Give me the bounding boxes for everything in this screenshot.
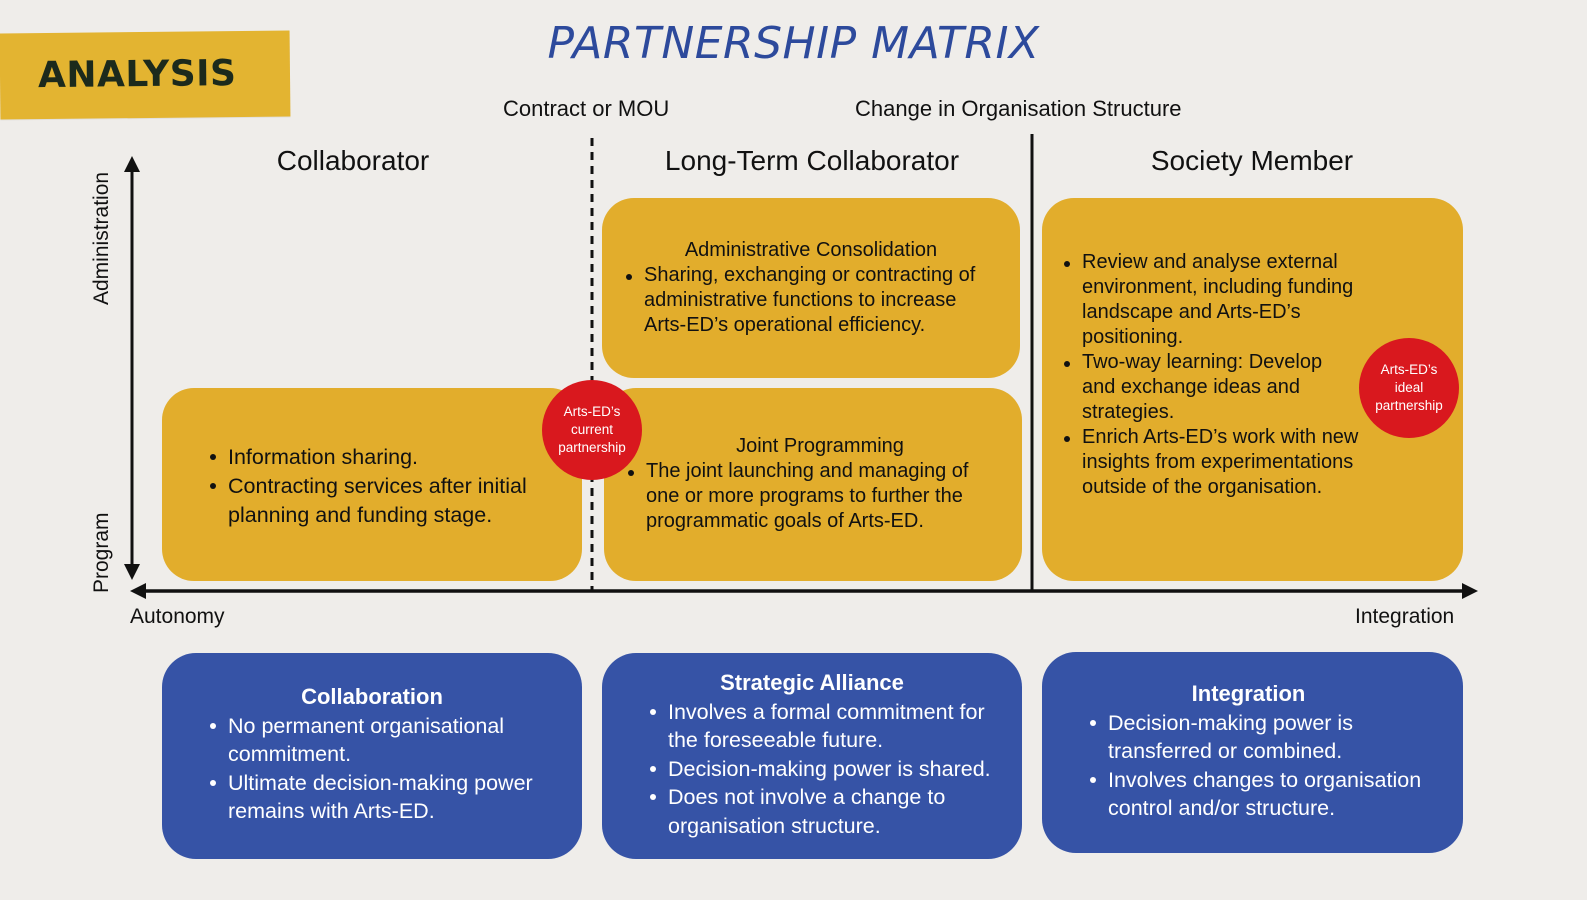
administrative-consolidation-box: Administrative Consolidation Sharing, ex… (602, 198, 1020, 378)
y-axis-arrow-up (124, 156, 140, 172)
y-axis-bottom-label: Program (90, 512, 113, 593)
integration-list: Decision-making power is transferred or … (1086, 709, 1437, 823)
integration-box: Integration Decision-making power is tra… (1042, 652, 1463, 853)
ideal-partnership-badge: Arts-ED’s ideal partnership (1359, 338, 1459, 438)
list-item: Sharing, exchanging or contracting of ad… (626, 263, 1000, 338)
list-item: No permanent organisational commitment. (210, 712, 564, 769)
x-axis-arrow-left (130, 583, 146, 599)
list-item: Enrich Arts-ED’s work with new insights … (1064, 426, 1359, 498)
list-item: Two-way learning: Develop and exchange i… (1064, 350, 1359, 425)
joint-programming-title: Joint Programming (736, 435, 904, 457)
collaborator-box: Information sharing. Contracting service… (162, 388, 582, 581)
list-item: Contracting services after initial plann… (210, 472, 558, 530)
list-item: Information sharing. (210, 443, 558, 472)
column-heading-society-member: Society Member (1150, 145, 1354, 176)
current-partnership-badge: Arts-ED’s current partnership (542, 380, 642, 480)
strategic-alliance-list: Involves a formal commitment for the for… (646, 698, 1004, 841)
list-item: Decision-making power is transferred or … (1090, 709, 1437, 766)
list-item: The joint launching and managing of one … (628, 459, 996, 534)
column-heading-collaborator: Collaborator (276, 145, 430, 176)
collaborator-list: Information sharing. Contracting service… (206, 443, 558, 530)
x-axis-left-label: Autonomy (130, 605, 225, 628)
collaboration-title: Collaboration (301, 684, 443, 709)
collaboration-box: Collaboration No permanent organisationa… (162, 653, 582, 859)
society-member-list: Review and analyse external environment,… (1060, 250, 1359, 500)
x-axis-right-label: Integration (1355, 605, 1455, 628)
collaboration-list: No permanent organisational commitment. … (206, 712, 564, 826)
joint-programming-box: Joint Programming The joint launching an… (604, 388, 1022, 581)
list-item: Review and analyse external environment,… (1064, 250, 1359, 350)
list-item: Involves changes to organisation control… (1090, 766, 1437, 823)
strategic-alliance-title: Strategic Alliance (720, 670, 904, 695)
list-item: Decision-making power is shared. (650, 755, 1004, 784)
page-title: PARTNERSHIP MATRIX (547, 18, 1040, 69)
y-axis-top-label: Administration (90, 171, 113, 305)
contract-label: Contract or MOU (503, 96, 670, 121)
list-item: Involves a formal commitment for the for… (650, 698, 1004, 755)
x-axis-arrow-right (1462, 583, 1478, 599)
joint-programming-list: The joint launching and managing of one … (624, 459, 996, 534)
y-axis-arrow-down (124, 564, 140, 580)
administrative-consolidation-title: Administrative Consolidation (684, 239, 938, 261)
strategic-alliance-box: Strategic Alliance Involves a formal com… (602, 653, 1022, 859)
org-structure-change-label: Change in Organisation Structure (855, 96, 1182, 121)
column-heading-long-term-collaborator: Long-Term Collaborator (664, 145, 960, 176)
society-member-box: Review and analyse external environment,… (1042, 198, 1463, 581)
list-item: Ultimate decision-making power remains w… (210, 769, 564, 826)
integration-title: Integration (1191, 681, 1306, 706)
list-item: Does not involve a change to organisatio… (650, 783, 1004, 840)
administrative-consolidation-list: Sharing, exchanging or contracting of ad… (622, 263, 1000, 338)
